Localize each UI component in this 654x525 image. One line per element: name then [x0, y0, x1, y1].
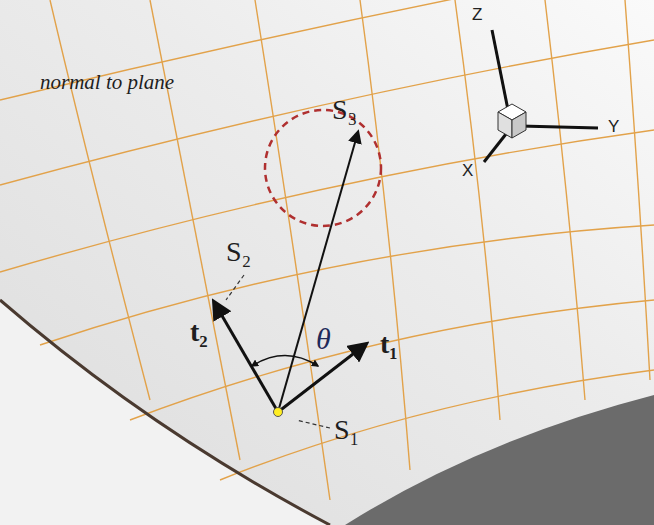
t1-vector — [278, 344, 366, 412]
vector-label: t₁ — [380, 330, 398, 358]
vector-label: S₃ — [332, 96, 357, 124]
angle-label: θ — [316, 324, 331, 354]
axis-cube — [498, 104, 526, 138]
t2-vector — [214, 302, 278, 412]
axis-label: Y — [608, 118, 619, 135]
axis-label: X — [462, 162, 473, 179]
note-text: normal to plane — [40, 72, 174, 93]
axis-label: Z — [472, 6, 482, 23]
solid-body — [345, 395, 654, 525]
surface-edge — [0, 300, 330, 525]
leader-line — [226, 275, 244, 300]
outer-region — [0, 300, 330, 525]
vector-label: S₂ — [226, 238, 251, 266]
axis-triad — [484, 30, 598, 162]
s3-vector — [278, 132, 358, 412]
vector-label: S₁ — [334, 416, 359, 444]
leader-line — [296, 420, 330, 428]
dashed-circle — [265, 110, 381, 226]
vector-label: t₂ — [190, 318, 208, 346]
angle-arc — [252, 356, 318, 367]
origin-point — [274, 408, 283, 417]
